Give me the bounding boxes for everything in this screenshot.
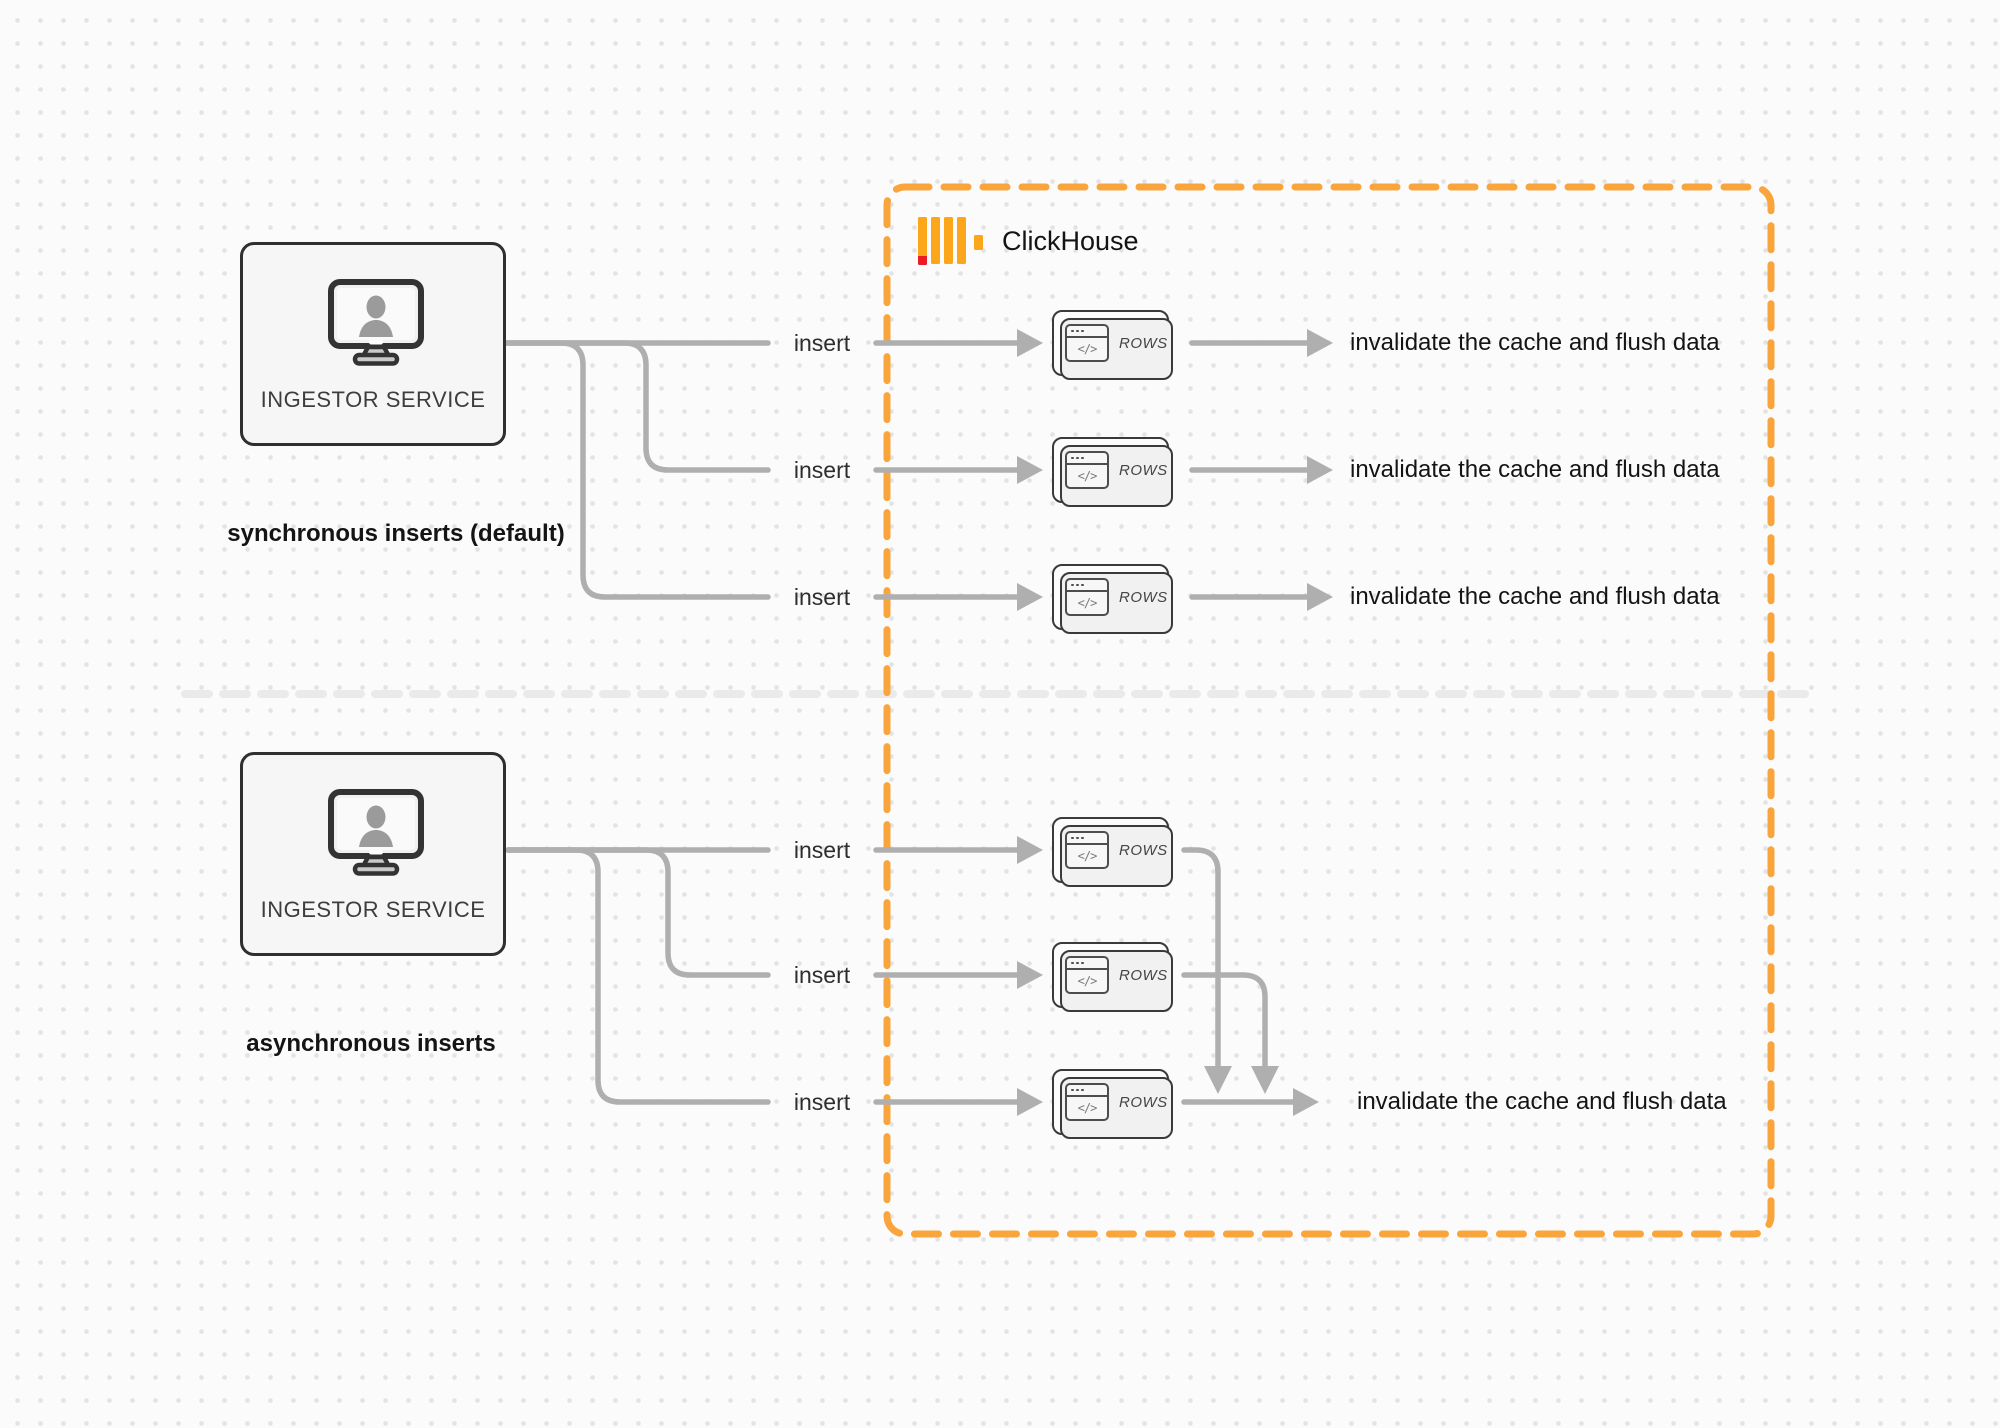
sync-section-caption: synchronous inserts (default) — [227, 520, 565, 547]
code-window-icon: </> — [1065, 831, 1109, 869]
arrowhead — [1017, 836, 1043, 864]
logo-bar — [944, 217, 953, 264]
clickhouse-brand-text: ClickHouse — [1002, 225, 1139, 256]
async-converge-line2 — [1181, 972, 1268, 1069]
code-glyph: </> — [1077, 469, 1098, 483]
arrowhead-down — [1204, 1066, 1232, 1094]
code-window-icon: </> — [1065, 578, 1109, 616]
insert-label: insert — [793, 584, 851, 610]
clickhouse-boundary-box — [883, 183, 1775, 1238]
rows-node: </> ROWS — [1052, 310, 1173, 380]
ingestor-service-label: INGESTOR SERVICE — [260, 897, 486, 922]
arrowhead — [1017, 583, 1043, 611]
async-ingestor-service-box: INGESTOR SERVICE — [240, 752, 506, 956]
monitor-user-icon — [328, 789, 424, 876]
rows-node-label: ROWS — [1119, 966, 1168, 984]
async-branch3-line — [505, 847, 771, 1105]
ingestor-service-label: INGESTOR SERVICE — [260, 387, 486, 412]
sync-ingestor-service-box: INGESTOR SERVICE — [240, 242, 506, 446]
rows-node: </> ROWS — [1052, 942, 1173, 1012]
rows-node: </> ROWS — [1052, 564, 1173, 634]
rows-node-label: ROWS — [1119, 841, 1168, 859]
arrowhead — [1307, 456, 1333, 484]
logo-nub — [974, 234, 983, 250]
arrowhead — [1017, 961, 1043, 989]
code-glyph: </> — [1077, 849, 1098, 863]
insert-label: insert — [793, 1089, 851, 1115]
arrowhead — [1017, 456, 1043, 484]
rows-node-label: ROWS — [1119, 461, 1168, 479]
async-section-caption: asynchronous inserts — [246, 1030, 496, 1057]
arrowhead — [1307, 329, 1333, 357]
rows-node: </> ROWS — [1052, 1069, 1173, 1139]
result-label: invalidate the cache and flush data — [1357, 1088, 1727, 1115]
insert-label: insert — [793, 962, 851, 988]
code-glyph: </> — [1077, 342, 1098, 356]
insert-label: insert — [793, 837, 851, 863]
code-glyph: </> — [1077, 974, 1098, 988]
async-converge-line1 — [1181, 847, 1221, 1069]
arrowhead — [1017, 1088, 1043, 1116]
clickhouse-logo-icon — [918, 217, 983, 265]
monitor-user-icon — [328, 279, 424, 366]
sync-branch3-line — [503, 340, 771, 600]
result-label: invalidate the cache and flush data — [1350, 329, 1720, 356]
sync-branch2-line — [503, 340, 771, 473]
arrowhead — [1307, 583, 1333, 611]
logo-bar-red-tip — [918, 217, 927, 265]
logo-bar — [931, 217, 940, 264]
rows-node-label: ROWS — [1119, 1093, 1168, 1111]
result-label: invalidate the cache and flush data — [1350, 456, 1720, 483]
result-label: invalidate the cache and flush data — [1350, 583, 1720, 610]
code-window-icon: </> — [1065, 324, 1109, 362]
code-glyph: </> — [1077, 1101, 1098, 1115]
arrowhead-down — [1251, 1066, 1279, 1094]
code-window-icon: </> — [1065, 956, 1109, 994]
rows-node: </> ROWS — [1052, 437, 1173, 507]
async-branch2-line — [505, 847, 771, 978]
insert-label: insert — [793, 457, 851, 483]
arrowhead — [1293, 1088, 1319, 1116]
insert-label: insert — [793, 330, 851, 356]
rows-node-label: ROWS — [1119, 334, 1168, 352]
arrowhead — [1017, 329, 1043, 357]
code-window-icon: </> — [1065, 1083, 1109, 1121]
logo-bar — [957, 217, 966, 264]
code-window-icon: </> — [1065, 451, 1109, 489]
clickhouse-logo: ClickHouse — [918, 216, 1139, 266]
code-glyph: </> — [1077, 596, 1098, 610]
rows-node-label: ROWS — [1119, 588, 1168, 606]
rows-node: </> ROWS — [1052, 817, 1173, 887]
